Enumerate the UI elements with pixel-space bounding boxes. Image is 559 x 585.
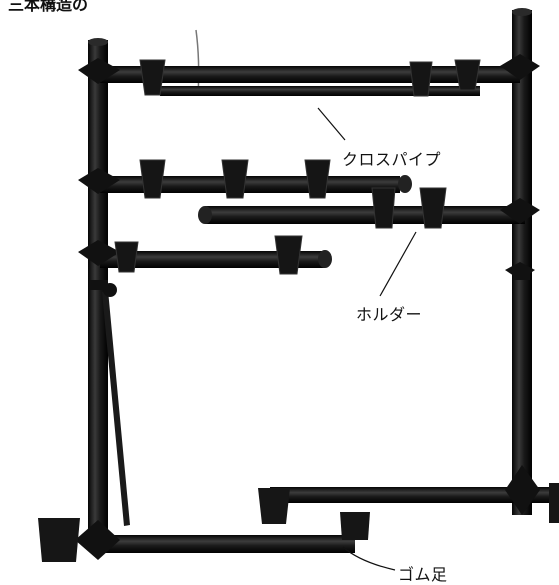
bottom-left-clamp (75, 520, 120, 560)
holder-mid-5 (419, 187, 447, 229)
top-right-clamp (500, 54, 540, 80)
partial-heading: 三本構造の (8, 0, 89, 14)
holder-mid-2 (221, 159, 249, 199)
mid-left-clamp (78, 168, 120, 194)
leader-rubber-foot (342, 546, 396, 571)
holder-low-1 (114, 241, 139, 273)
label-cross-pipe: クロスパイプ (342, 150, 442, 169)
top-left-clamp (78, 58, 120, 84)
holder-top-2 (409, 61, 433, 97)
label-rubber-foot: ゴム足 (398, 565, 448, 584)
low-left-clamp (78, 240, 120, 266)
bottom-front-pipe (90, 535, 355, 553)
bottom-back-pipe (270, 487, 559, 503)
lower-pipe (100, 251, 325, 268)
holder-top-1 (139, 59, 166, 96)
cable (195, 29, 200, 96)
holder-low-2 (274, 235, 303, 275)
mid-right-clamp (500, 198, 540, 224)
diagonal-leg (102, 290, 130, 526)
rubber-foot-left (38, 518, 80, 562)
leader-cross-pipe (317, 107, 346, 141)
bottom-right-clamp (505, 465, 540, 515)
middle-right-pipe (205, 206, 525, 224)
right-upright-pipe (512, 10, 532, 515)
holder-mid-4 (371, 187, 396, 229)
holder-top-3 (454, 59, 481, 91)
holder-mid-1 (139, 159, 166, 199)
rubber-foot-right (258, 488, 290, 524)
leader-holder (379, 231, 417, 297)
label-holder: ホルダー (356, 305, 423, 324)
holder-mid-3 (304, 159, 331, 199)
